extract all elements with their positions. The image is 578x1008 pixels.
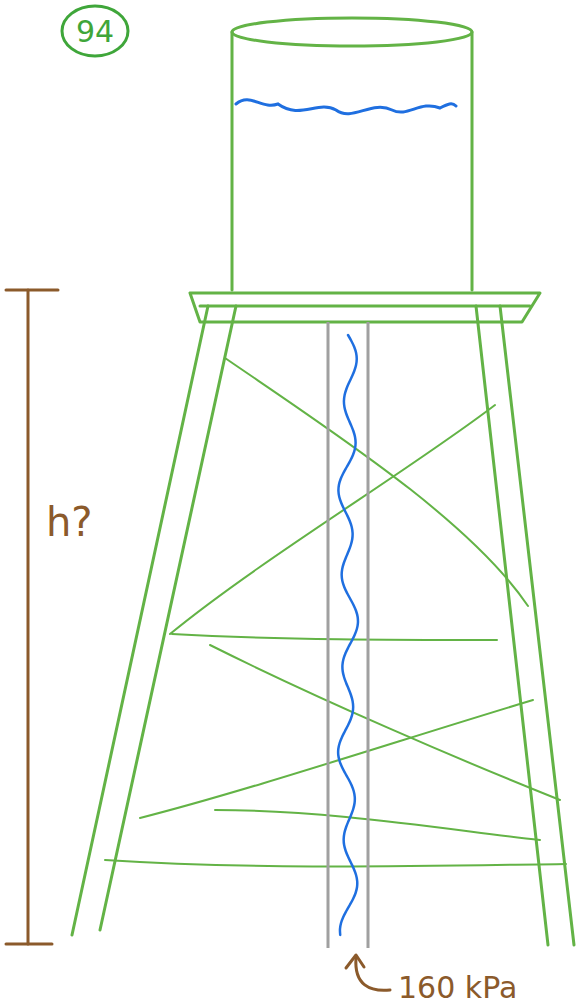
pressure-arrow (346, 955, 390, 990)
tower-leg (500, 306, 574, 945)
tank-top (232, 18, 472, 46)
tank-wall (231, 32, 234, 290)
pipe-wall (367, 322, 370, 948)
pressure-label: 160 kPa (398, 971, 517, 1004)
height-dimension (6, 290, 58, 944)
cross-braces (105, 358, 566, 867)
number-text: 94 (76, 15, 114, 48)
tower-leg (100, 306, 236, 930)
platform-edge (200, 305, 530, 308)
pipe-water (338, 335, 358, 935)
pipe-wall (327, 322, 330, 948)
platform (190, 293, 540, 322)
height-label: h? (46, 500, 93, 544)
tank-wall (471, 32, 474, 290)
water-tower (72, 18, 574, 945)
water-surface (236, 100, 456, 114)
problem-number: 94 (60, 4, 130, 58)
